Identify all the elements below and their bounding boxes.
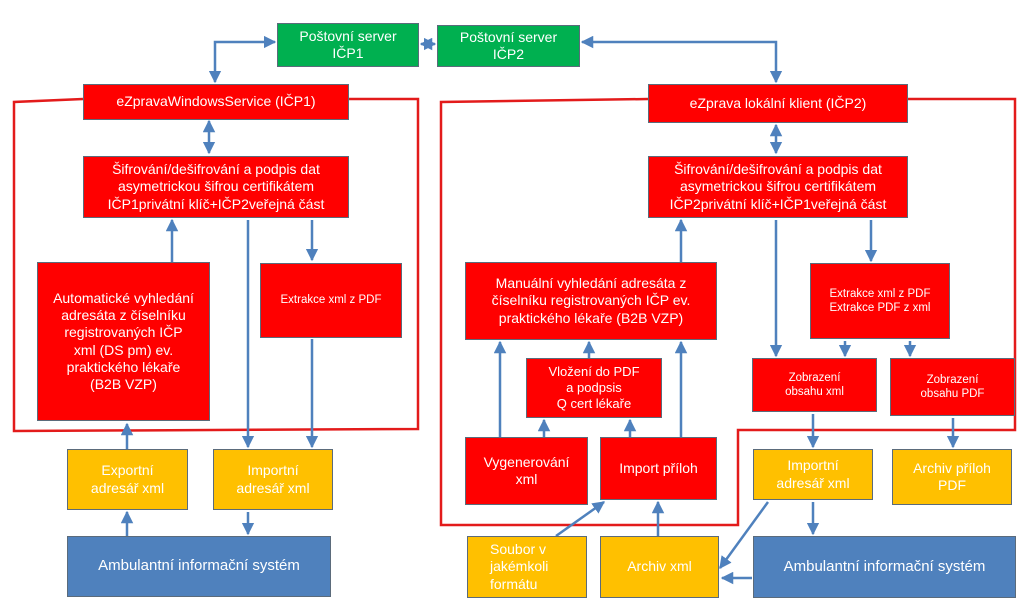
mail-server-icp2: Poštovní server IČP2 xyxy=(437,25,580,67)
right-crypto-box: Šifrování/dešifrování a podpis dat asyme… xyxy=(648,156,908,218)
arrow-right-import-archive xyxy=(718,501,770,570)
arrow-server-left xyxy=(208,35,277,84)
right-import-attach-box: Import příloh xyxy=(600,437,717,500)
left-auto-lookup-box: Automatické vyhledání adresáta z číselní… xyxy=(37,262,210,421)
arrow-right-file-import xyxy=(555,500,606,538)
right-manual-lookup-box: Manuální vyhledání adresáta z číselníku … xyxy=(465,262,717,340)
right-archive-xml-box: Archiv xml xyxy=(600,536,719,598)
right-import-dir-box: Importní adresář xml xyxy=(753,449,873,500)
left-import-dir-box: Importní adresář xml xyxy=(213,449,333,510)
left-crypto-box: Šifrování/dešifrování a podpis dat asyme… xyxy=(83,156,349,218)
right-archive-pdf-box: Archiv příloh PDF xyxy=(892,449,1012,505)
right-show-xml-box: Zobrazení obsahu xml xyxy=(752,358,877,412)
left-extract-box: Extrakce xml z PDF xyxy=(260,263,402,338)
right-client-box: eZprava lokální klient (IČP2) xyxy=(648,84,908,123)
right-any-file-box: Soubor v jakémkoli formátu xyxy=(467,536,587,598)
left-ais-box: Ambulantní informační systém xyxy=(67,536,331,597)
right-boundary xyxy=(439,97,1017,527)
arrow-server-right xyxy=(580,35,783,84)
right-show-pdf-box: Zobrazení obsahu PDF xyxy=(890,358,1015,416)
right-generate-box: Vygenerování xml xyxy=(465,437,588,505)
right-extract-box: Extrakce xml z PDF Extrakce PDF z xml xyxy=(810,263,950,339)
right-ais-box: Ambulantní informační systém xyxy=(753,536,1016,598)
right-insert-pdf-box: Vložení do PDF a podpsis Q cert lékaře xyxy=(526,358,662,418)
mail-server-icp1: Poštovní server IČP1 xyxy=(277,23,419,67)
left-export-dir-box: Exportní adresář xml xyxy=(67,449,188,510)
left-service-box: eZpravaWindowsService (IČP1) xyxy=(83,84,349,120)
left-boundary xyxy=(12,97,420,433)
